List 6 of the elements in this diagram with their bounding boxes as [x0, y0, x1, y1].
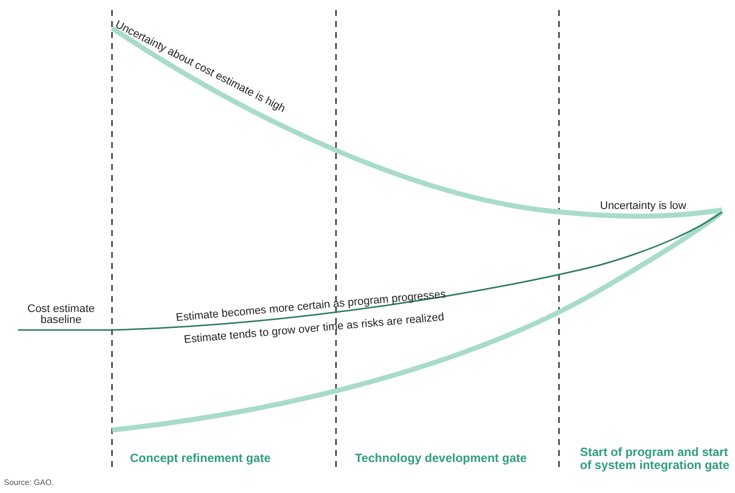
source-note: Source: GAO.: [4, 478, 54, 487]
baseline-label: Cost estimate baseline: [26, 304, 96, 326]
gate-label: Technology development gate: [355, 452, 528, 465]
gate-label: Start of program and start of system integration gate: [580, 446, 730, 472]
gate-label: Concept refinement gate: [130, 452, 272, 465]
curve-label: Uncertainty is low: [600, 200, 686, 212]
